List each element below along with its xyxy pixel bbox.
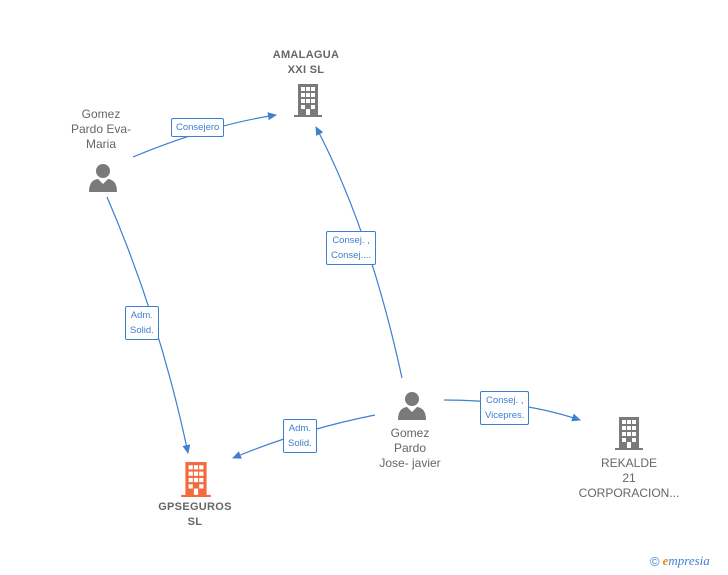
brand-initial: e: [662, 553, 669, 568]
copyright-symbol: ©: [650, 553, 660, 569]
edge-label-consejero[interactable]: Consejero: [171, 118, 225, 137]
node-label-gomez-eva[interactable]: Gomez Pardo Eva- Maria: [70, 107, 132, 151]
edge-label-consej-consej[interactable]: Consej. , Consej....: [326, 231, 377, 265]
node-label-gpseguros[interactable]: GPSEGUROS SL: [158, 501, 232, 528]
footer-brand: © empresia: [650, 553, 710, 569]
building-icon[interactable]: [292, 83, 324, 117]
person-icon[interactable]: [397, 390, 427, 420]
edge-label-adm-solid-bottom[interactable]: Adm. Solid.: [283, 419, 317, 453]
edge-label-consej-vicepres[interactable]: Consej. , Vicepres.: [480, 391, 530, 425]
node-label-rekalde[interactable]: REKALDE 21 CORPORACION...: [578, 456, 680, 500]
building-icon[interactable]: [179, 461, 213, 497]
brand-name: mpresia: [668, 553, 710, 568]
building-icon[interactable]: [613, 416, 645, 450]
edge-label-adm-solid-left[interactable]: Adm. Solid.: [125, 306, 159, 340]
person-icon[interactable]: [88, 162, 118, 192]
node-label-gomez-javier[interactable]: Gomez Pardo Jose- javier: [379, 426, 441, 470]
node-label-amalagua[interactable]: AMALAGUA XXI SL: [272, 49, 340, 76]
brand-logo: empresia: [663, 553, 710, 569]
